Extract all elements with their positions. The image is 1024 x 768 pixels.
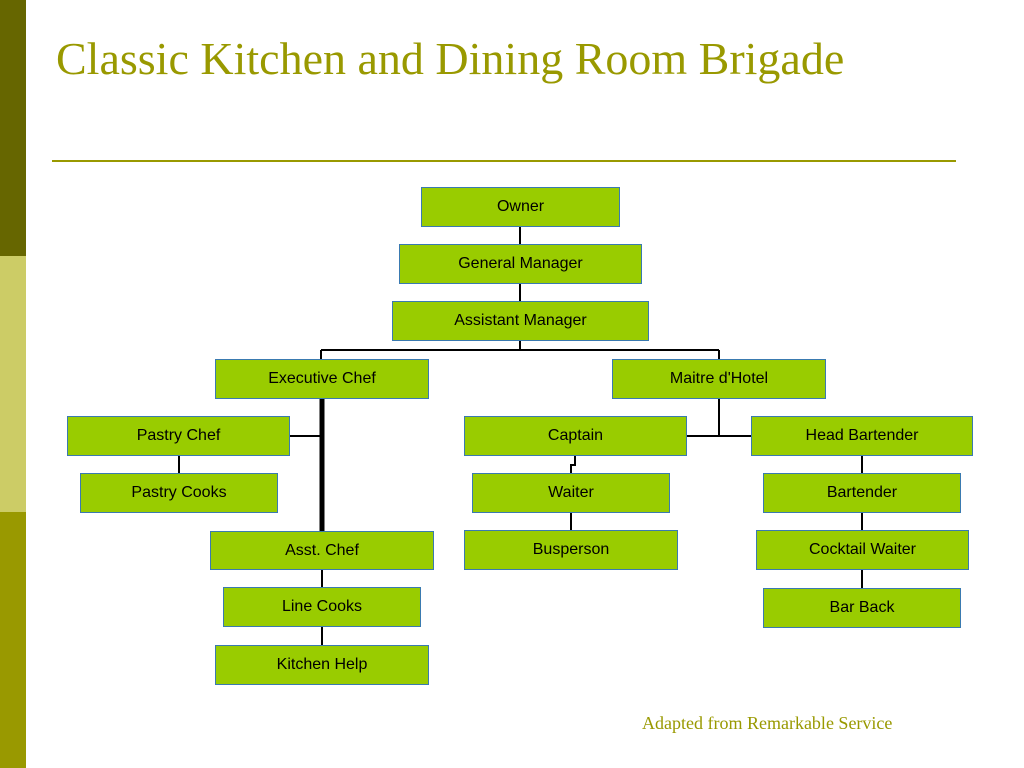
- node-owner: Owner: [421, 187, 620, 227]
- connector-captain-waiter: [570, 456, 576, 473]
- node-line-cooks: Line Cooks: [223, 587, 421, 627]
- node-executive-chef: Executive Chef: [215, 359, 429, 399]
- node-busperson: Busperson: [464, 530, 678, 570]
- node-general-manager: General Manager: [399, 244, 642, 284]
- node-kitchen-help: Kitchen Help: [215, 645, 429, 685]
- node-asst-chef: Asst. Chef: [210, 531, 434, 570]
- node-assistant-manager: Assistant Manager: [392, 301, 649, 341]
- slide-title: Classic Kitchen and Dining Room Brigade: [56, 33, 845, 84]
- node-bartender: Bartender: [763, 473, 961, 513]
- node-pastry-chef: Pastry Chef: [67, 416, 290, 456]
- sidebar-accent-bar: [0, 0, 26, 768]
- source-credit: Adapted from Remarkable Service: [642, 713, 893, 733]
- sidebar-block-mid: [0, 512, 26, 768]
- node-cocktail-waiter: Cocktail Waiter: [756, 530, 969, 570]
- node-captain: Captain: [464, 416, 687, 456]
- node-maitre-d-hotel: Maitre d'Hotel: [612, 359, 826, 399]
- node-waiter: Waiter: [472, 473, 670, 513]
- node-bar-back: Bar Back: [763, 588, 961, 628]
- title-underline: [52, 160, 956, 162]
- node-pastry-cooks: Pastry Cooks: [80, 473, 278, 513]
- sidebar-block-dark: [0, 0, 26, 256]
- node-head-bartender: Head Bartender: [751, 416, 973, 456]
- sidebar-block-light: [0, 256, 26, 512]
